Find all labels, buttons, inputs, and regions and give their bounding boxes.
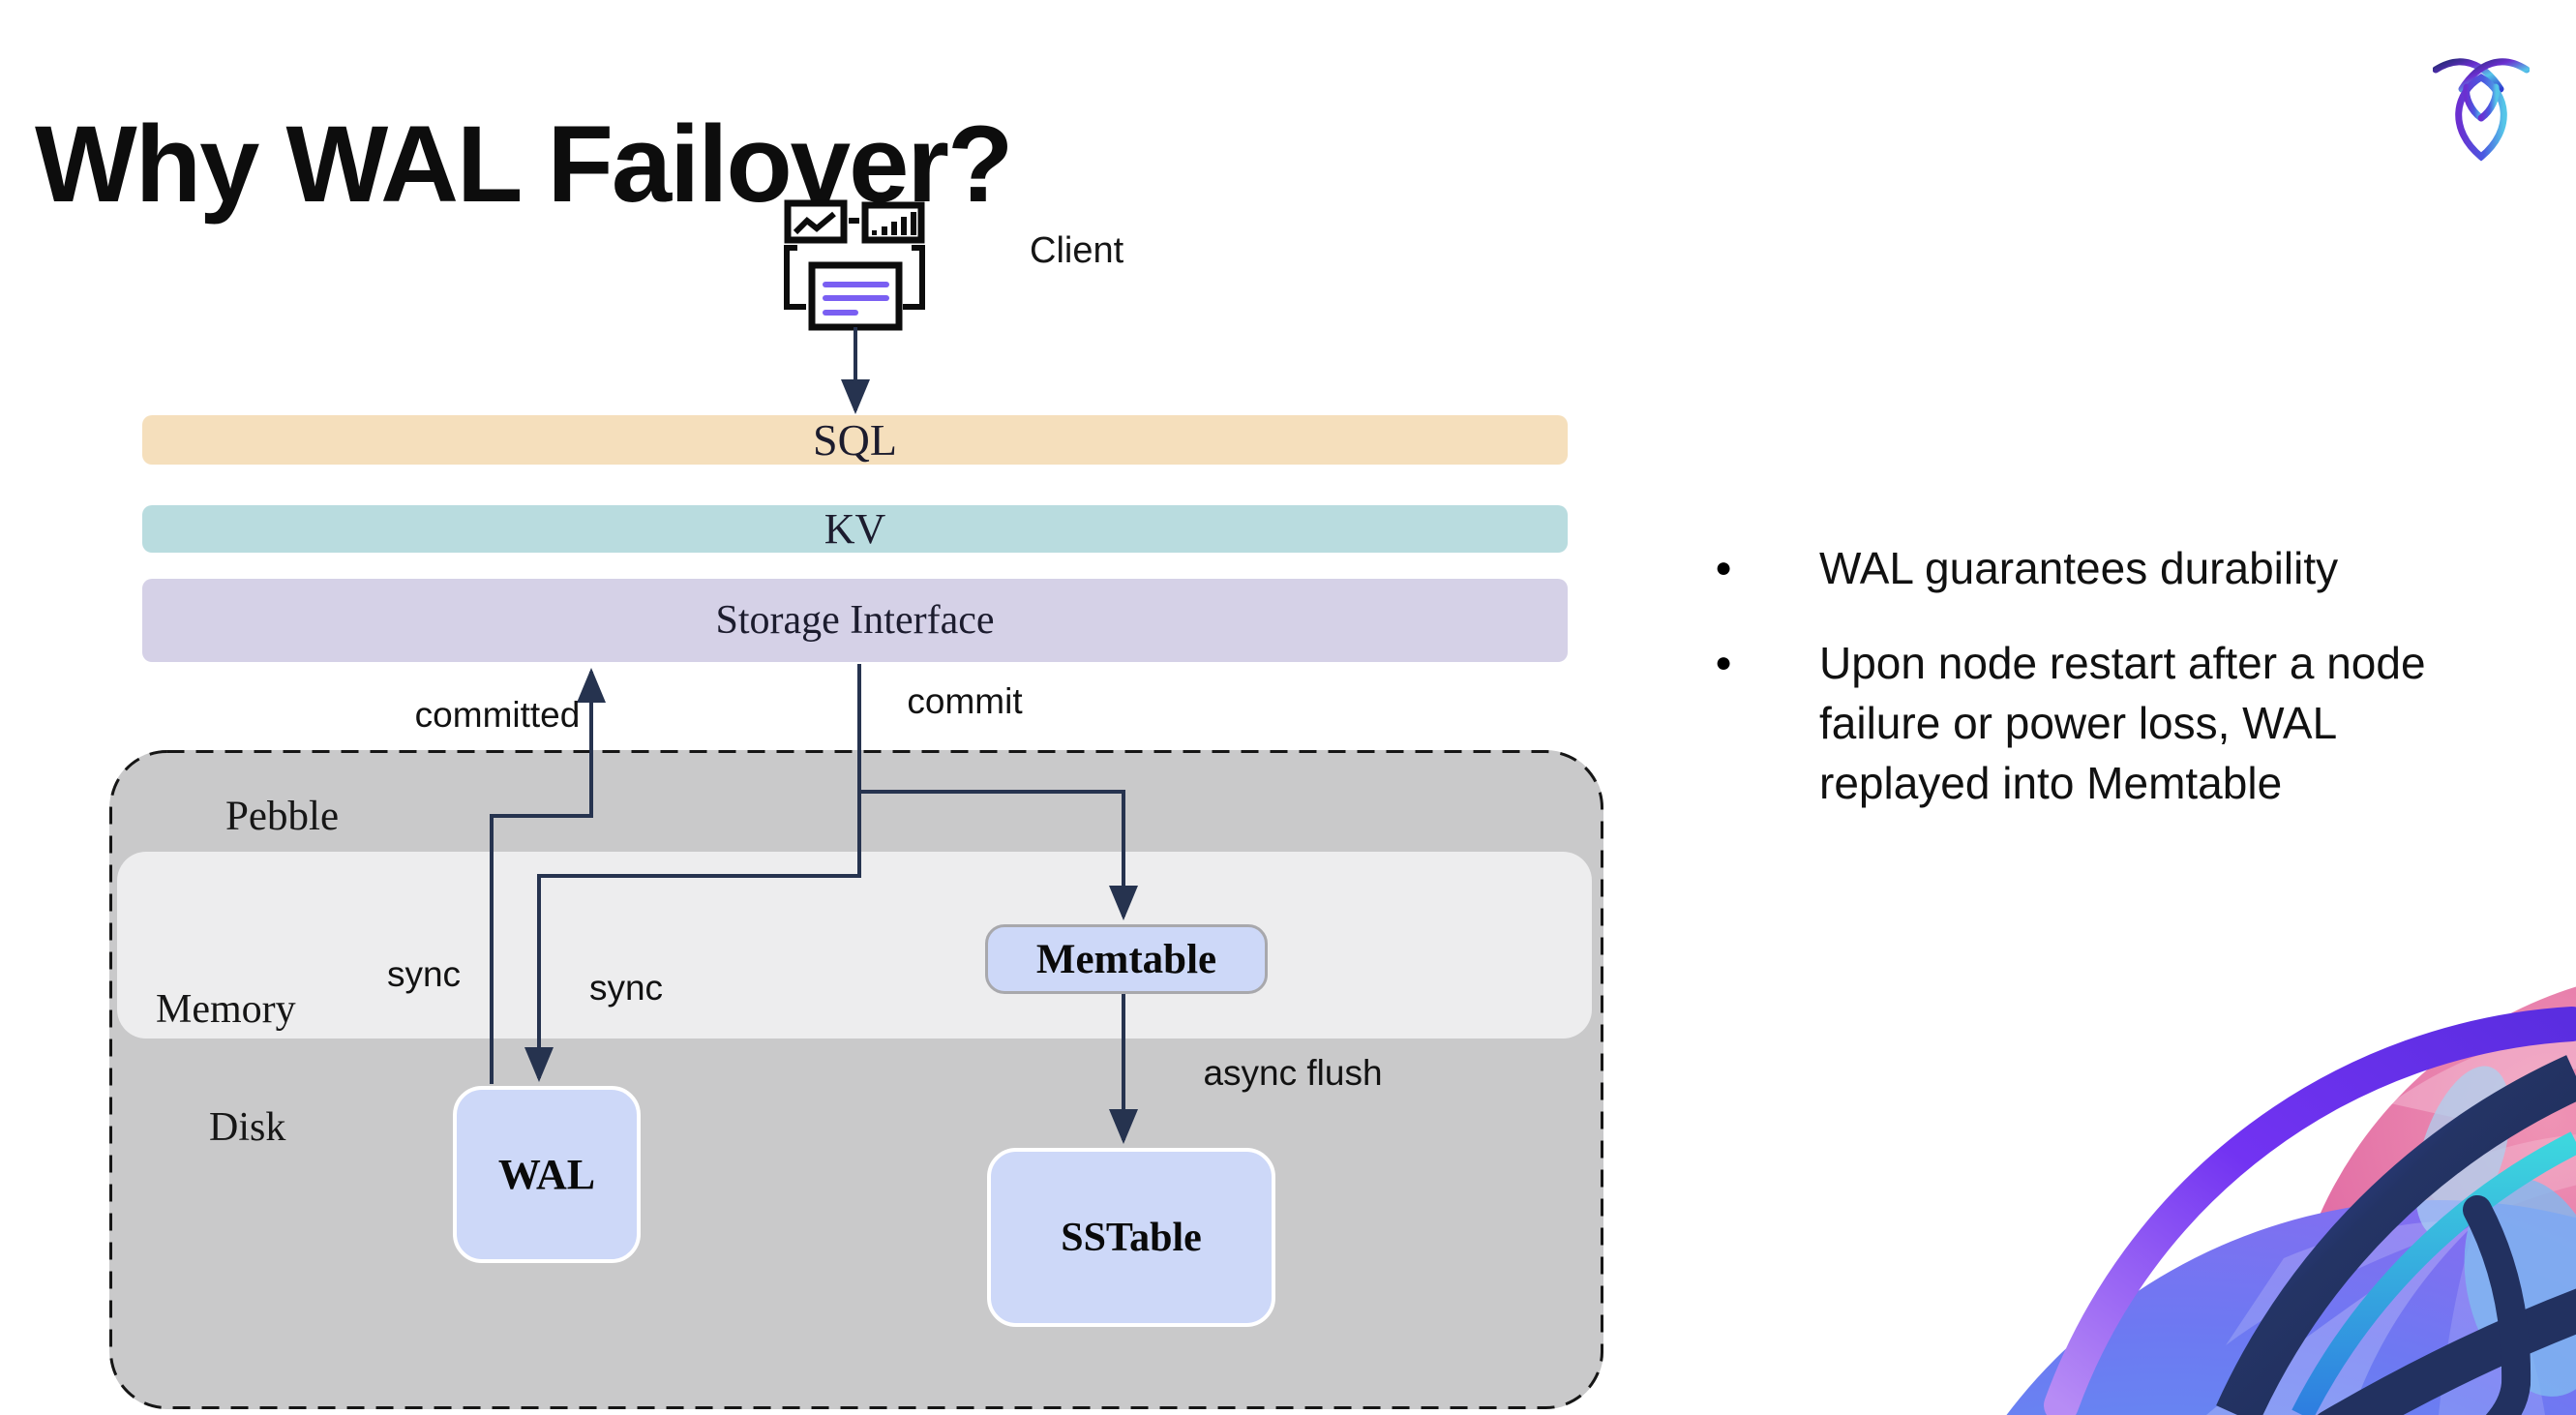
cockroachdb-logo-icon	[2433, 58, 2530, 162]
sync-left-edge-label: sync	[386, 954, 462, 994]
commit-edge-label: commit	[907, 681, 1023, 721]
bullet-item: ● Upon node restart after a node failure…	[1715, 633, 2576, 813]
bullet-text: WAL guarantees durability	[1819, 543, 2339, 593]
bullet-text: Upon node restart after a node failure o…	[1819, 638, 2426, 808]
layer-bar-kv-label: KV	[824, 505, 886, 553]
bullet-dot-icon: ●	[1715, 647, 1733, 678]
layer-bar-storage-label: Storage Interface	[715, 598, 995, 643]
pebble-label: Pebble	[225, 794, 340, 839]
client-label: Client	[1030, 230, 1124, 271]
disk-label: Disk	[209, 1105, 286, 1150]
committed-edge-label: committed	[414, 695, 581, 735]
bullet-list: ● WAL guarantees durability ● Upon node …	[1715, 538, 2576, 848]
sstable-node: SSTable	[987, 1148, 1275, 1327]
client-workstation-icon	[784, 199, 925, 331]
bullet-dot-icon: ●	[1715, 552, 1733, 584]
async-flush-edge-label: async flush	[1203, 1053, 1383, 1093]
layer-bar-sql-label: SQL	[813, 415, 897, 465]
memtable-node-label: Memtable	[1035, 936, 1217, 982]
decorative-corner-graphic	[2006, 986, 2576, 1415]
memtable-node: Memtable	[985, 924, 1268, 994]
layer-bar-storage-interface: Storage Interface	[142, 579, 1568, 662]
layer-bar-sql: SQL	[142, 415, 1568, 465]
bullet-item: ● WAL guarantees durability	[1715, 538, 2576, 598]
wal-node: WAL	[453, 1086, 641, 1263]
sstable-node-label: SSTable	[1061, 1215, 1202, 1260]
layer-bar-kv: KV	[142, 505, 1568, 553]
pebble-dashed-border	[109, 750, 1603, 1409]
sync-right-edge-label: sync	[588, 968, 664, 1008]
memory-band	[117, 852, 1592, 1039]
wal-node-label: WAL	[497, 1151, 596, 1198]
memory-label: Memory	[156, 987, 296, 1032]
page-title: Why WAL Failover?	[35, 104, 1013, 226]
